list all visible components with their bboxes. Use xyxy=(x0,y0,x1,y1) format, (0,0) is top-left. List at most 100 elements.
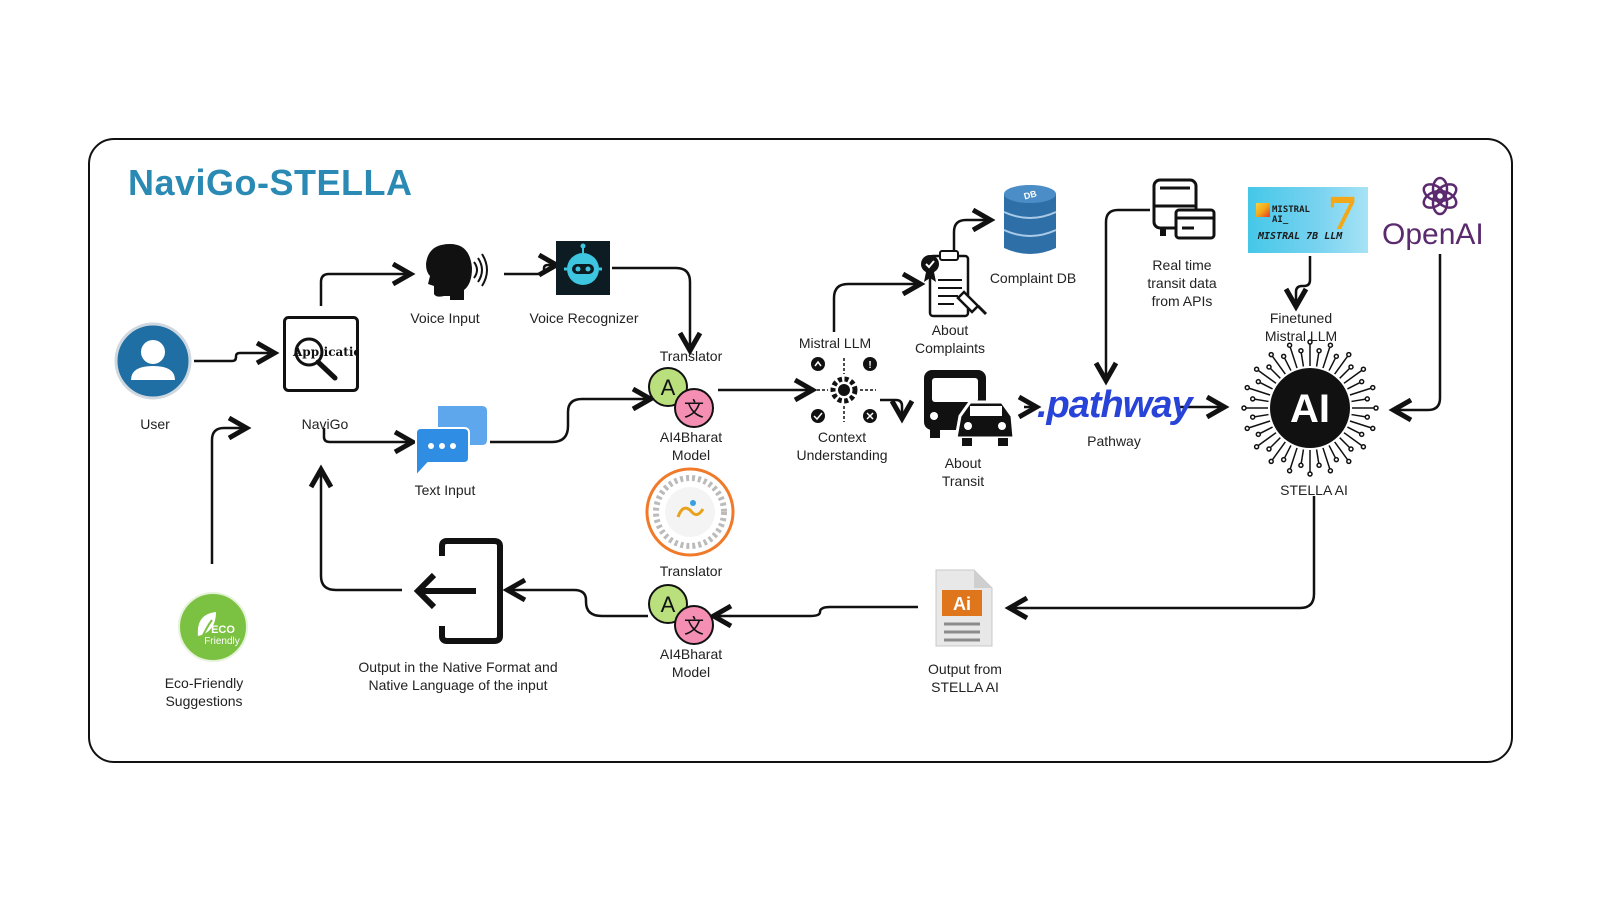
chip-node xyxy=(1298,347,1304,354)
svg-text:Application: Application xyxy=(292,345,359,359)
svg-text:A: A xyxy=(661,592,676,617)
chip-ray xyxy=(1334,354,1350,375)
chip-ray xyxy=(1343,368,1364,384)
chip-ray xyxy=(1288,344,1298,369)
translator-bottom-label: Translator xyxy=(659,563,723,579)
chip-node xyxy=(1307,339,1313,345)
eco-leaf-icon: ECO Friendly xyxy=(178,592,248,662)
chip-node xyxy=(1255,431,1262,438)
chat-bubbles-icon xyxy=(410,404,488,480)
chip-ray xyxy=(1322,447,1332,472)
chip-node xyxy=(1327,468,1334,474)
chip-ray xyxy=(1246,420,1271,430)
diagram-frame xyxy=(88,138,1513,763)
chip-node xyxy=(1253,444,1260,450)
svg-text:DB: DB xyxy=(1023,188,1039,201)
database-icon: DB xyxy=(1002,184,1058,258)
chip-node xyxy=(1316,347,1322,354)
context-label-1: Context xyxy=(817,429,867,445)
chip-node xyxy=(1373,405,1379,411)
chip-node xyxy=(1346,458,1352,465)
chip-node xyxy=(1298,462,1304,469)
arrow-context-to-transit xyxy=(880,398,902,416)
chip-node xyxy=(1316,462,1322,469)
chip-node xyxy=(1364,396,1371,402)
ai4bharat-logo-icon xyxy=(645,467,735,557)
chip-node xyxy=(1286,342,1293,348)
chip-ray xyxy=(1256,432,1277,448)
arrow-native-to-navigo xyxy=(321,472,402,592)
pathway-label: Pathway xyxy=(1087,433,1141,449)
chip-node xyxy=(1280,456,1287,463)
about-transit-label-2: Transit xyxy=(941,473,985,489)
arrow-mistral-to-finetuned xyxy=(1296,256,1312,304)
chip-node xyxy=(1268,458,1274,465)
chip-node xyxy=(1358,378,1365,385)
svg-text:文: 文 xyxy=(684,398,704,421)
chip-node xyxy=(1360,366,1367,372)
finetuned-label-2: Mistral LLM xyxy=(1264,328,1338,344)
svg-text:ECO: ECO xyxy=(211,624,235,636)
arrow-user-to-navigo xyxy=(194,353,272,361)
context-gear-icon: ! xyxy=(810,356,878,424)
realtime-label-3: from APIs xyxy=(1151,293,1213,309)
chip-node xyxy=(1249,396,1256,402)
chip-node xyxy=(1370,384,1376,391)
complaints-clipboard-icon xyxy=(918,248,988,320)
svg-text:文: 文 xyxy=(684,615,704,638)
chip-ray xyxy=(1270,441,1286,462)
ai-file-icon: Ai xyxy=(930,568,996,648)
chip-ray xyxy=(1270,354,1286,375)
mistral-m-icon xyxy=(1256,203,1270,217)
chip-ray xyxy=(1334,441,1350,462)
chip-node xyxy=(1333,353,1340,360)
chip-node xyxy=(1348,364,1354,370)
chip-ray xyxy=(1246,386,1271,396)
ai4bharat-bottom-label-1: AI4Bharat xyxy=(659,646,723,662)
realtime-label-2: transit data xyxy=(1147,275,1217,291)
openai-logo-text: OpenAI xyxy=(1382,218,1484,251)
output-native-label-1: Output in the Native Format and xyxy=(358,659,558,675)
chip-ray xyxy=(1349,386,1374,396)
text-input-label: Text Input xyxy=(414,482,476,498)
arrow-stella-to-output xyxy=(1012,496,1316,608)
chip-node xyxy=(1327,342,1334,348)
diagram-title: NaviGo-STELLA xyxy=(128,162,413,203)
chip-node xyxy=(1244,425,1250,432)
user-label: User xyxy=(140,416,170,432)
chip-node xyxy=(1360,444,1367,450)
navigo-app-icon: Application xyxy=(283,316,370,392)
svg-text:!: ! xyxy=(868,360,871,371)
arrow-realtime-to-pathway xyxy=(1106,208,1150,378)
about-transit-label-1: About xyxy=(944,455,982,471)
chip-ray xyxy=(1288,447,1298,472)
chip-node xyxy=(1346,351,1352,358)
svg-text:Friendly: Friendly xyxy=(204,636,240,647)
translator-top-label: Translator xyxy=(659,348,723,364)
arrow-complaints-to-db xyxy=(952,220,988,250)
svg-text:A: A xyxy=(661,375,676,400)
arrow-recognizer-to-translator xyxy=(612,266,690,348)
voice-input-label: Voice Input xyxy=(410,310,480,326)
eco-friendly-label-1: Eco-Friendly xyxy=(164,675,244,691)
chip-node xyxy=(1241,405,1247,411)
mistral-llm-label: Mistral LLM xyxy=(798,335,872,351)
bus-card-icon xyxy=(1150,178,1216,244)
voice-recognizer-label: Voice Recognizer xyxy=(529,310,639,326)
exit-arrow-icon xyxy=(412,538,504,644)
chip-ray xyxy=(1343,432,1364,448)
svg-text:Ai: Ai xyxy=(953,594,971,614)
complaint-db-label: Complaint DB xyxy=(989,270,1077,286)
chip-node xyxy=(1280,353,1287,360)
chip-node xyxy=(1358,431,1365,438)
chip-ray xyxy=(1349,420,1374,430)
stella-ai-label: STELLA AI xyxy=(1280,482,1348,498)
chip-node xyxy=(1266,446,1272,452)
ai4bharat-top-label-1: AI4Bharat xyxy=(659,429,723,445)
chip-node xyxy=(1348,446,1354,452)
chip-node xyxy=(1266,364,1272,370)
arrow-voice-to-recognizer xyxy=(504,265,554,274)
context-label-2: Understanding xyxy=(796,447,888,463)
translate-icon: A 文 xyxy=(648,583,718,645)
